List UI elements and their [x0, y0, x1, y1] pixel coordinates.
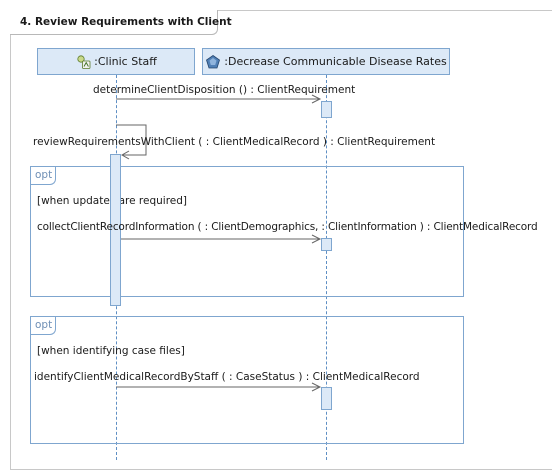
lifeline-label: :Decrease Communicable Disease Rates [224, 55, 447, 68]
message-arrow-determine-head [311, 94, 322, 104]
message-arrows [116, 94, 322, 392]
lifeline-label: :Clinic Staff [94, 55, 157, 68]
activation-bar[interactable] [321, 387, 332, 410]
diagram-title: 4. Review Requirements with Client [20, 16, 232, 28]
fragment-operator: opt [31, 317, 56, 335]
activation-bar[interactable] [110, 154, 121, 306]
message-label-determine[interactable]: determineClientDisposition () : ClientRe… [93, 84, 356, 96]
activation-bar[interactable] [321, 238, 332, 251]
actor-icon [77, 54, 91, 69]
message-arrow-identify-head [311, 382, 322, 392]
opt-fragment-updates[interactable]: opt [30, 166, 464, 297]
message-label-collect[interactable]: collectClientRecordInformation ( : Clien… [37, 221, 538, 233]
message-arrow-collect-head [311, 234, 322, 244]
activation-bar[interactable] [321, 101, 332, 118]
fragment-guard-case-files: [when identifying case files] [37, 345, 185, 357]
message-label-review[interactable]: reviewRequirementsWithClient ( : ClientM… [33, 136, 436, 148]
diagram-title-tab[interactable]: 4. Review Requirements with Client [10, 10, 232, 35]
lifeline-decrease-disease-rates[interactable]: :Decrease Communicable Disease Rates [202, 48, 450, 75]
lifeline-line-decrease-disease-rates [326, 75, 327, 460]
message-arrow-self-review [116, 124, 147, 156]
message-arrow-self-review-head [120, 150, 130, 160]
opt-fragment-case-files[interactable]: opt [30, 316, 464, 444]
message-label-identify[interactable]: identifyClientMedicalRecordByStaff ( : C… [34, 371, 420, 383]
fragment-operator: opt [31, 167, 56, 185]
pentagon-icon [206, 54, 221, 68]
lifeline-clinic-staff[interactable]: :Clinic Staff [37, 48, 195, 75]
